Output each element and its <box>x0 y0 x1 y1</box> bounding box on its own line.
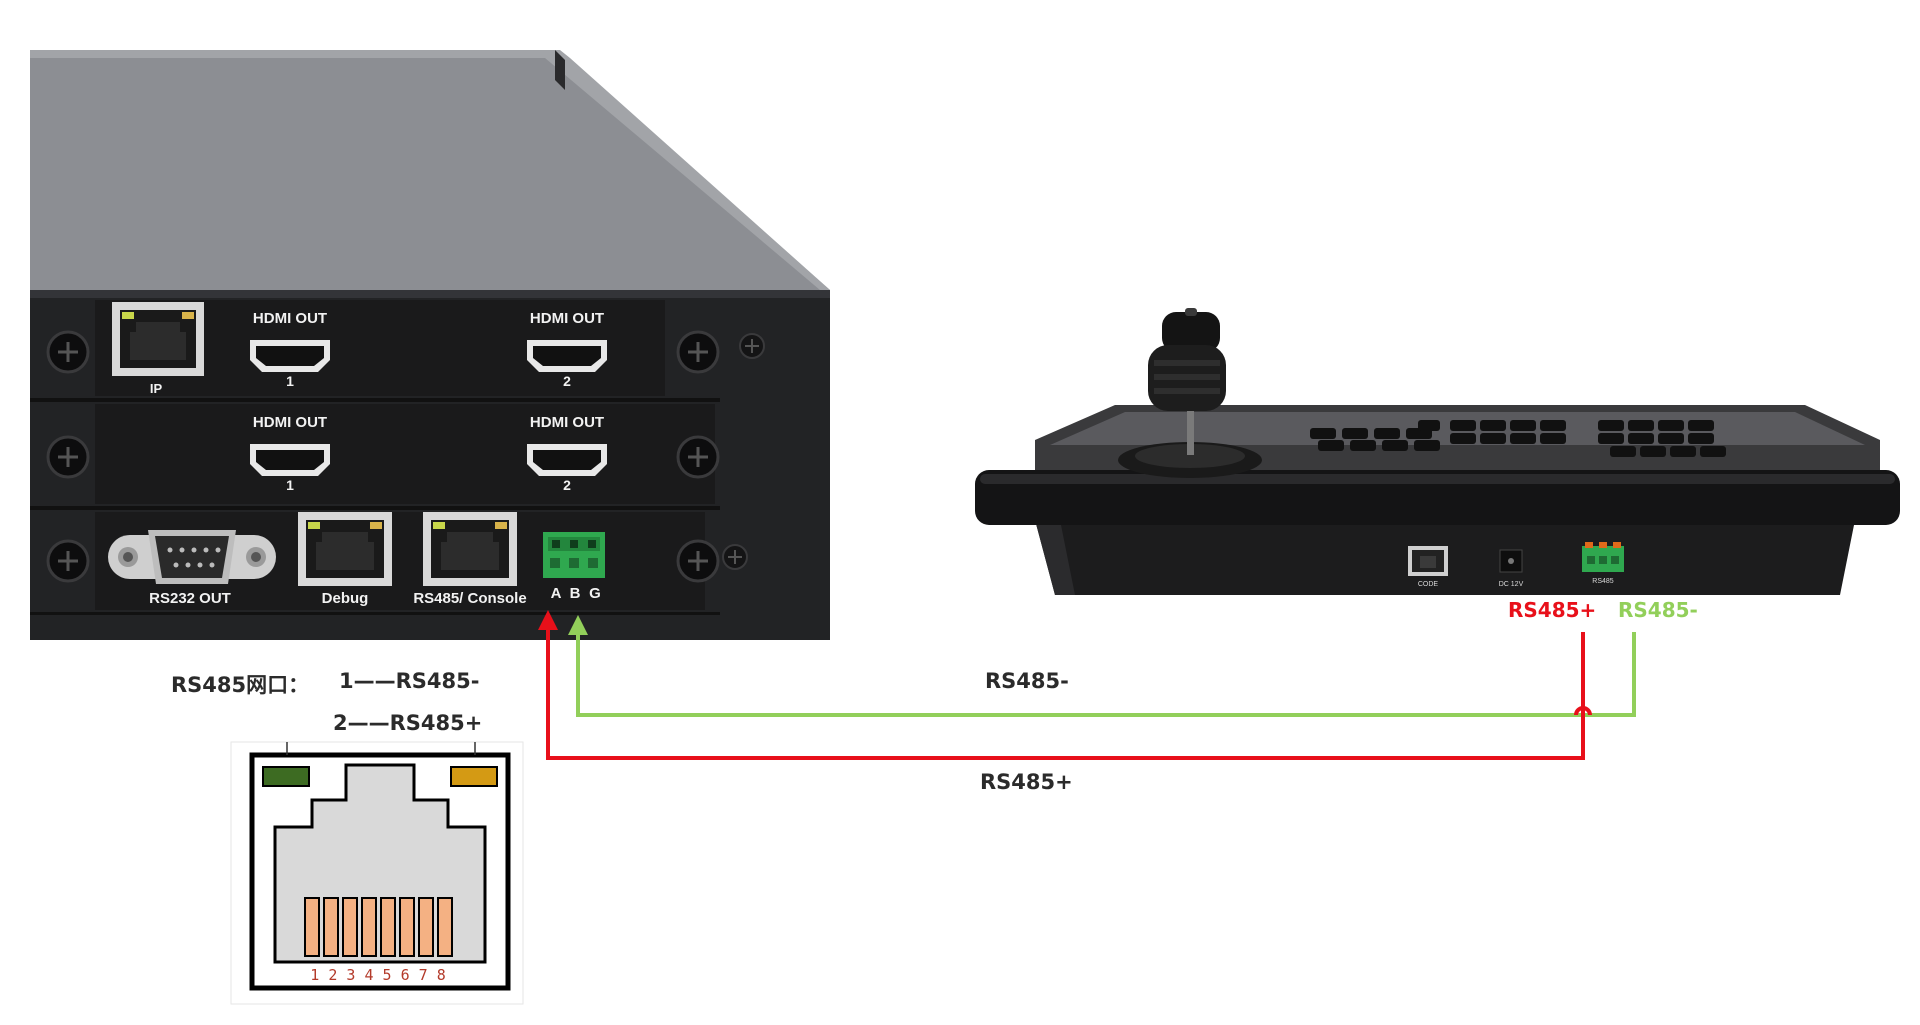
screw-icon <box>739 333 765 359</box>
terminal-a-label: A <box>551 585 562 602</box>
ip-label: IP <box>150 381 163 396</box>
screw-icon <box>676 330 720 374</box>
led-green-icon <box>262 766 310 787</box>
screw-icon <box>676 539 720 583</box>
joystick-knob[interactable] <box>1148 308 1226 411</box>
hdmi2-number: 2 <box>563 373 571 389</box>
terminal-b-label: B <box>570 585 581 602</box>
pin-note-prefix: RS485网口： <box>171 673 310 697</box>
rs232-db9-port[interactable] <box>108 530 276 584</box>
hdmi2-number: 2 <box>563 477 571 493</box>
hdmi1-number: 1 <box>286 373 294 389</box>
wire-crossover-hop <box>1574 706 1592 716</box>
pin-note-line1: 1——RS485- <box>339 669 480 693</box>
rj45-contact-pins <box>304 897 453 957</box>
hdmi2-title: HDMI OUT <box>530 414 604 431</box>
code-rj45-port[interactable] <box>1408 546 1448 576</box>
pin-numbers: 1 2 3 4 5 6 7 8 <box>310 966 445 984</box>
rs485-console-rj45-port[interactable] <box>423 512 517 586</box>
debug-rj45-port[interactable] <box>298 512 392 586</box>
hdmi1-number: 1 <box>286 477 294 493</box>
output-card-2 <box>95 404 715 504</box>
led-amber-icon <box>450 766 498 787</box>
screw-icon <box>676 435 720 479</box>
keyboard-rs485-minus-label: RS485- <box>1618 598 1698 622</box>
rs485-minus-wire <box>568 615 1636 717</box>
wire-plus-label: RS485+ <box>980 770 1073 794</box>
pin-note-line2: 2——RS485+ <box>333 711 483 735</box>
screw-icon <box>46 539 90 583</box>
ip-rj45-port[interactable] <box>112 302 204 376</box>
hdmi1-title: HDMI OUT <box>253 414 327 431</box>
keypad-keys[interactable] <box>1310 420 1726 457</box>
hdmi2-title: HDMI OUT <box>530 310 604 327</box>
rs232-out-label: RS232 OUT <box>149 590 231 607</box>
dc-12v-label: DC 12V <box>1499 581 1524 588</box>
hdmi-out-2-port[interactable] <box>527 444 607 476</box>
hdmi-out-1-port[interactable] <box>250 444 330 476</box>
rs485-port-label: RS485 <box>1592 578 1614 585</box>
screw-icon <box>46 435 90 479</box>
keyboard-rs485-terminal[interactable] <box>1582 542 1624 572</box>
rs485-console-label: RS485/ Console <box>413 590 526 607</box>
screw-icon <box>722 544 748 570</box>
hdmi-out-1-port[interactable] <box>250 340 330 372</box>
dc-power-jack[interactable] <box>1499 549 1523 573</box>
terminal-g-label: G <box>589 585 601 602</box>
hdmi-out-2-port[interactable] <box>527 340 607 372</box>
rs485-plus-wire <box>538 610 1585 760</box>
device-top-lid <box>30 50 830 290</box>
hdmi1-title: HDMI OUT <box>253 310 327 327</box>
wire-minus-label: RS485- <box>985 669 1069 693</box>
keyboard-rs485-plus-label: RS485+ <box>1508 598 1597 622</box>
screw-icon <box>46 330 90 374</box>
debug-label: Debug <box>322 590 369 607</box>
rs485-terminal-block[interactable] <box>543 532 605 578</box>
code-label: CODE <box>1418 581 1439 588</box>
